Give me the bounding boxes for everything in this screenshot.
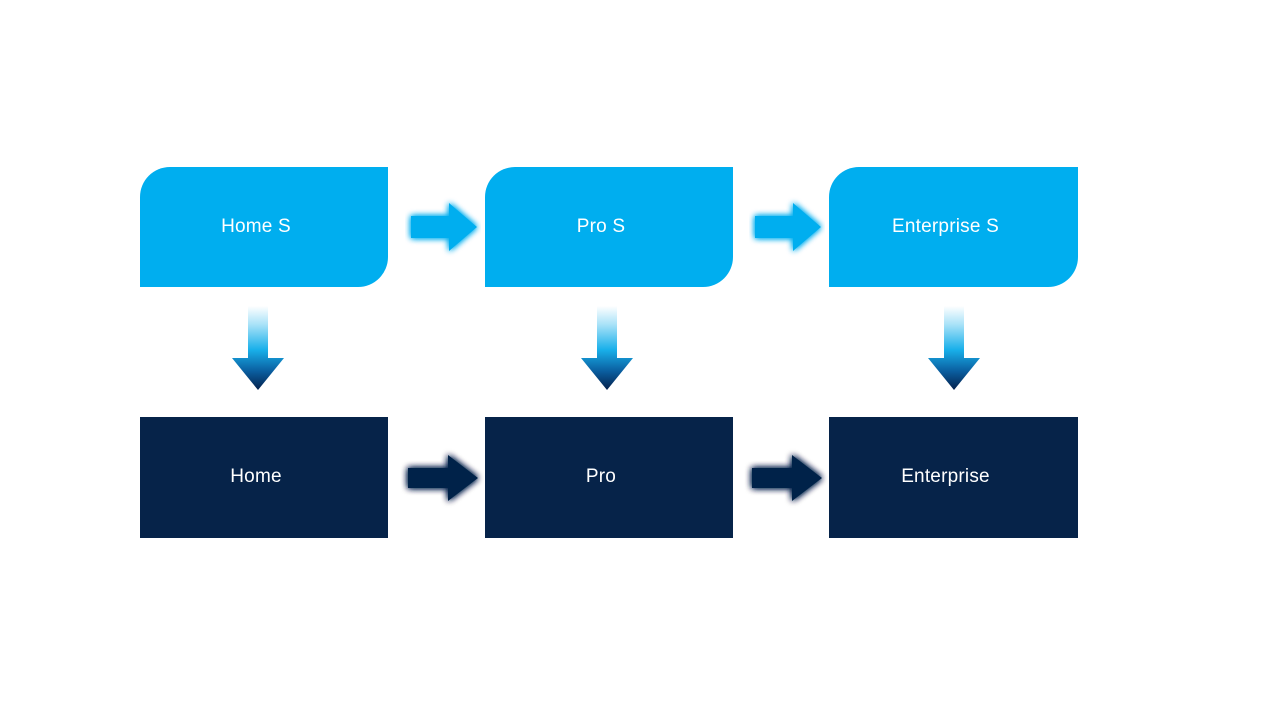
connector-pro-to-enterprise [744,447,828,509]
node-home-s[interactable]: Home S [140,167,388,287]
connector-home-to-pro [400,447,484,509]
node-pro-s[interactable]: Pro S [485,167,733,287]
node-label-enterprise: Enterprise [901,466,990,488]
node-label-pro: Pro [585,466,617,488]
node-pro[interactable]: Pro [485,417,733,538]
connector-home-s-to-pro-s [405,196,481,258]
connector-home-s-to-home [228,306,288,394]
node-label-home-s: Home S [221,215,291,237]
node-enterprise[interactable]: Enterprise [829,417,1078,538]
connector-pro-s-to-pro [577,306,637,394]
node-home[interactable]: Home [140,417,388,538]
connector-enterprise-s-to-enterprise [924,306,984,394]
node-enterprise-s[interactable]: Enterprise S [829,167,1078,287]
node-label-home: Home [230,466,282,488]
node-label-enterprise-s: Enterprise S [892,215,999,237]
node-label-pro-s: Pro S [576,215,626,237]
connector-pro-s-to-enterprise-s [749,196,825,258]
